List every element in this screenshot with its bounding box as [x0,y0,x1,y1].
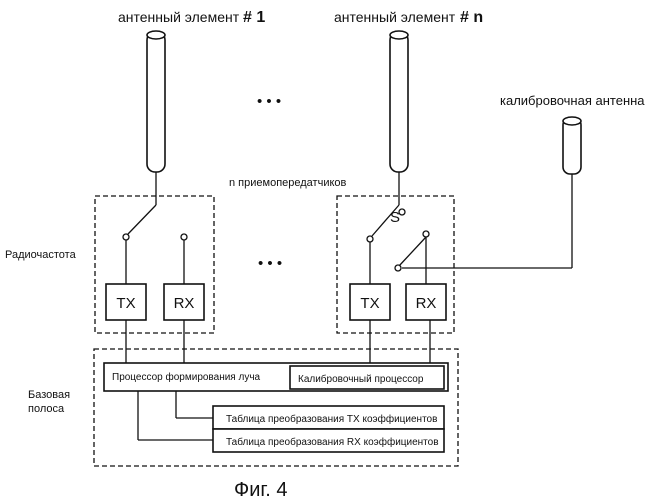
ellipsis-mid: • • • [258,255,282,272]
radio-frequency-label: Радиочастота [5,249,77,261]
antenna-1-label: антенный элемент [118,9,240,25]
rx-label-1: RX [174,295,195,312]
antenna-n-label: антенный элемент [334,9,456,25]
calibration-antenna-label: калибровочная антенна [500,93,645,108]
ellipsis-top: • • • [257,93,281,110]
table-connection-lines [138,391,213,440]
rx-label-n: RX [416,295,437,312]
baseband-label-line2: полоса [28,403,65,415]
rx-coefficient-table-label: Таблица преобразования RX коэффициентов [226,436,439,448]
transceiver-1-switch [123,205,187,284]
antenna-element-1 [147,31,165,205]
tx-label-1: TX [116,295,135,312]
switch-s-label: S [390,209,400,226]
antenna-n-number: # n [460,9,483,26]
figure-caption: Фиг. 4 [234,479,287,500]
calibration-processor-label: Калибровочный процессор [298,373,424,385]
antenna-element-n [390,31,408,205]
baseband-label-line1: Базовая [28,389,70,401]
tx-coefficient-table-label: Таблица преобразования TX коэффициентов [226,413,437,425]
tx-label-n: TX [360,295,379,312]
beam-forming-processor-label: Процессор формирования луча [112,371,261,383]
rf-to-baseband-lines [126,320,430,363]
antenna-1-number: # 1 [243,9,265,26]
calibration-antenna [402,117,581,268]
transceivers-label: n приемопередатчиков [229,177,347,189]
